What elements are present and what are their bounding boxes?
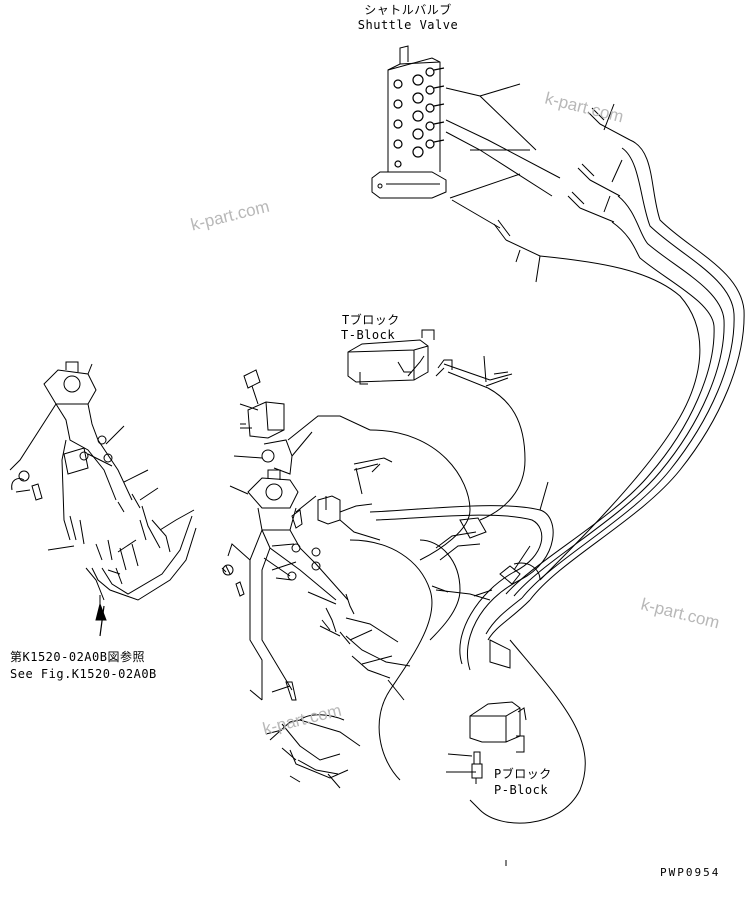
t-block-label-en: T-Block bbox=[341, 328, 396, 342]
p-block-label-en: P-Block bbox=[494, 783, 549, 797]
drawing-code: PWP0954 bbox=[660, 866, 721, 879]
see-fig-label-jp: 第K1520-02A0B図参照 bbox=[10, 650, 145, 664]
p-block-label-jp: Pブロック bbox=[494, 767, 552, 781]
see-fig-arrow bbox=[95, 602, 107, 637]
shuttle-valve-assembly bbox=[371, 45, 561, 229]
upper-hose-fittings bbox=[493, 103, 631, 283]
center-block-fitting bbox=[240, 369, 471, 561]
see-fig-label-en: See Fig.K1520-02A0B bbox=[10, 667, 157, 681]
p-block bbox=[469, 701, 527, 784]
center-hose-loops bbox=[349, 505, 586, 824]
shuttle-valve-label-en: Shuttle Valve bbox=[357, 18, 459, 32]
main-hose-bundle bbox=[485, 139, 745, 641]
center-valve-assembly bbox=[221, 469, 411, 779]
leader-lines bbox=[15, 363, 549, 789]
shuttle-valve-label-jp: シャトルバルブ bbox=[364, 3, 452, 17]
left-valve-assembly bbox=[9, 361, 197, 601]
t-block bbox=[347, 329, 526, 521]
t-block-label-jp: Tブロック bbox=[342, 313, 400, 327]
